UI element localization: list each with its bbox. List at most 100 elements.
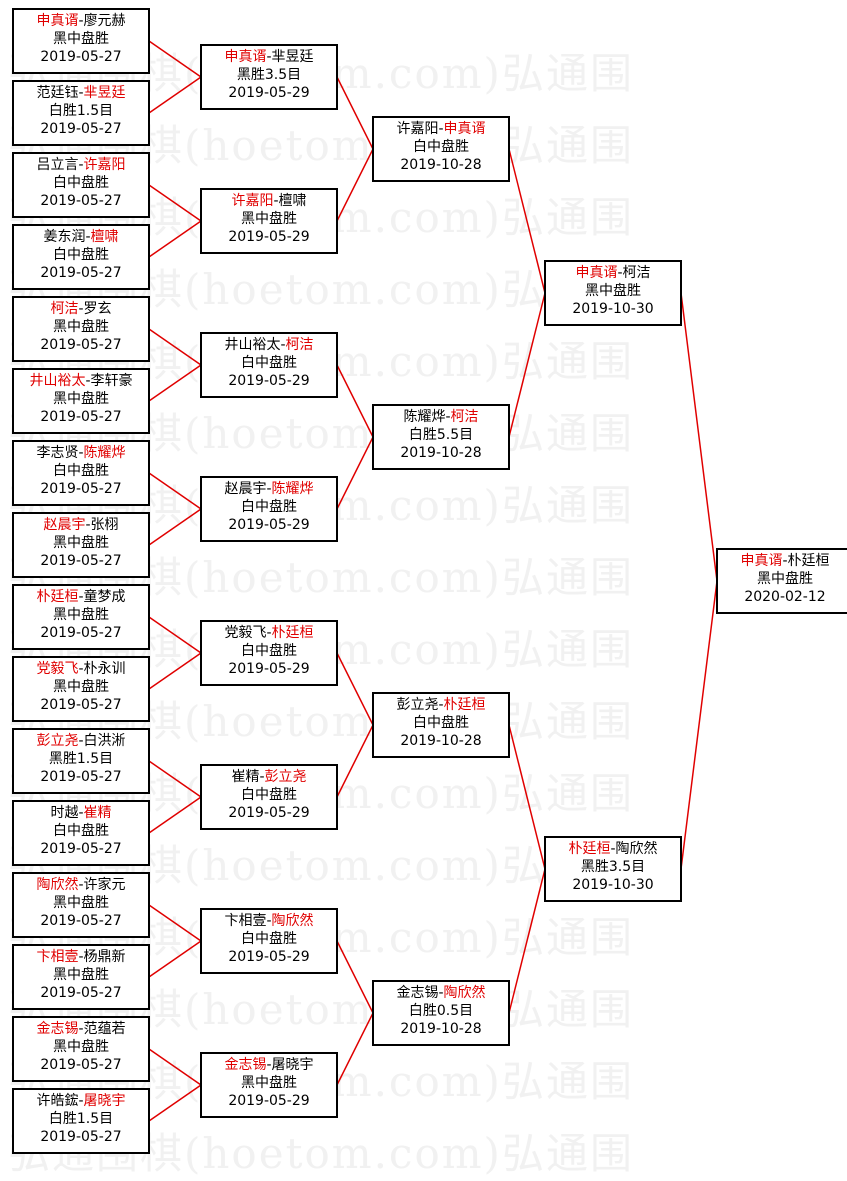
match-result: 黑中盘胜	[53, 679, 109, 695]
connector-line	[148, 472, 202, 510]
player-black: 金志锡	[224, 1057, 267, 1073]
match-players: 赵晨宇-陈耀烨	[202, 480, 336, 498]
versus-dash: -	[85, 373, 91, 389]
player-white: 张栩	[90, 517, 119, 533]
match-players: 卞相壹-陶欣然	[202, 912, 336, 930]
match-result: 黑胜3.5目	[580, 859, 646, 875]
match-result: 黑胜3.5目	[236, 67, 302, 83]
player-white: 屠晓宇	[83, 1093, 126, 1109]
versus-dash: -	[78, 661, 84, 677]
match-result: 黑中盘胜	[53, 967, 109, 983]
match-date: 2019-05-27	[40, 1129, 122, 1145]
match-date: 2019-10-28	[400, 157, 482, 173]
player-black: 崔精	[231, 769, 260, 785]
match-result: 白中盘胜	[241, 931, 297, 947]
match-date: 2019-10-28	[400, 733, 482, 749]
versus-dash: -	[85, 229, 91, 245]
versus-dash: -	[78, 13, 84, 29]
player-black: 卞相壹	[224, 913, 267, 929]
player-black: 金志锡	[396, 985, 439, 1001]
versus-dash: -	[78, 589, 84, 605]
player-white: 柯洁	[450, 409, 479, 425]
player-white: 陶欣然	[615, 841, 658, 857]
versus-dash: -	[78, 85, 84, 101]
match-date: 2019-10-30	[572, 301, 654, 317]
match-date: 2019-05-27	[40, 121, 122, 137]
player-black: 彭立尧	[396, 697, 439, 713]
match-date: 2019-05-27	[40, 913, 122, 929]
player-white: 朴永训	[83, 661, 126, 677]
connector-line	[508, 148, 546, 294]
versus-dash: -	[78, 949, 84, 965]
connector-line	[508, 868, 546, 1014]
player-black: 申真谞	[36, 13, 79, 29]
player-black: 党毅飞	[36, 661, 79, 677]
player-white: 柯洁	[622, 265, 651, 281]
player-black: 许嘉阳	[231, 193, 274, 209]
player-black: 井山裕太	[29, 373, 86, 389]
match-players: 卞相壹-杨鼎新	[14, 948, 148, 966]
versus-dash: -	[438, 697, 444, 713]
player-white: 童梦成	[83, 589, 126, 605]
player-white: 柯洁	[285, 337, 314, 353]
player-black: 彭立尧	[36, 733, 79, 749]
match-players: 金志锡-屠晓宇	[202, 1056, 336, 1074]
player-white: 许嘉阳	[83, 157, 126, 173]
match-players: 陶欣然-许家元	[14, 876, 148, 894]
player-black: 金志锡	[36, 1021, 79, 1037]
match-players: 许嘉阳-申真谞	[374, 120, 508, 138]
match-date: 2019-05-29	[228, 229, 310, 245]
connector-line	[336, 76, 374, 150]
match-date: 2019-05-29	[228, 1093, 310, 1109]
connector-line	[508, 724, 546, 870]
match-result: 白中盘胜	[53, 463, 109, 479]
match-players: 彭立尧-白洪淅	[14, 732, 148, 750]
player-white: 陶欣然	[271, 913, 314, 929]
match-players: 李志贤-陈耀烨	[14, 444, 148, 462]
versus-dash: -	[78, 733, 84, 749]
match-players: 井山裕太-柯洁	[202, 336, 336, 354]
player-black: 朴廷桓	[568, 841, 611, 857]
player-black: 申真谞	[575, 265, 618, 281]
match-players: 时越-崔精	[14, 804, 148, 822]
versus-dash: -	[78, 157, 84, 173]
player-white: 崔精	[83, 805, 112, 821]
match-result: 黑中盘胜	[53, 319, 109, 335]
versus-dash: -	[266, 49, 272, 65]
player-white: 白洪淅	[83, 733, 126, 749]
versus-dash: -	[78, 1093, 84, 1109]
connector-line	[336, 436, 374, 510]
player-white: 申真谞	[443, 121, 486, 137]
connector-line	[148, 508, 202, 546]
player-white: 檀啸	[90, 229, 119, 245]
match-players: 朴廷桓-陶欣然	[546, 840, 680, 858]
match-result: 白中盘胜	[241, 499, 297, 515]
connector-line	[336, 364, 374, 438]
match-date: 2020-02-12	[744, 589, 826, 605]
match-result: 白中盘胜	[53, 823, 109, 839]
connector-line	[336, 940, 374, 1014]
player-black: 许嘉阳	[396, 121, 439, 137]
player-black: 赵晨宇	[224, 481, 267, 497]
connector-line	[680, 292, 718, 582]
match-players: 申真谞-柯洁	[546, 264, 680, 282]
match-date: 2019-05-27	[40, 337, 122, 353]
match-result: 黑胜1.5目	[48, 751, 114, 767]
connector-line	[336, 148, 374, 222]
match-result: 白胜1.5目	[48, 103, 114, 119]
versus-dash: -	[445, 409, 451, 425]
connector-line	[336, 724, 374, 798]
